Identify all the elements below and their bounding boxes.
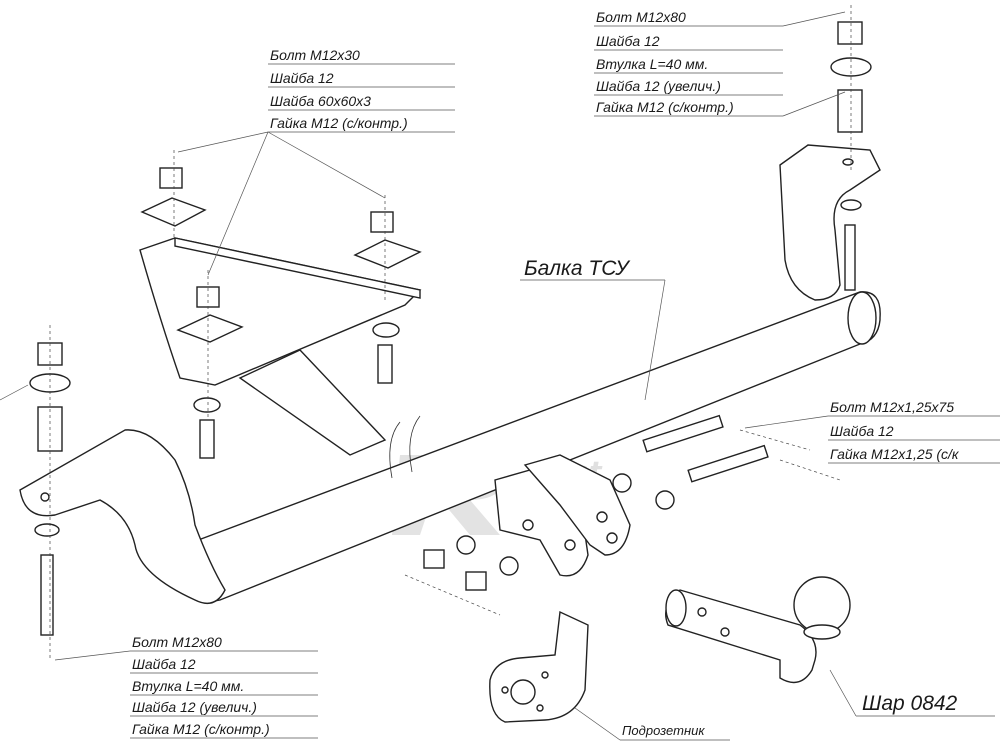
label-line: Болт М12х80 [132, 634, 222, 650]
label-line: Гайка М12 (с/контр.) [132, 721, 270, 737]
label-line: Шайба 12 [596, 33, 660, 49]
label-line: Втулка L=40 мм. [132, 678, 244, 694]
beam-label: Балка ТСУ [524, 257, 631, 280]
ball-label: Шар 0842 [862, 692, 958, 715]
socket-label: Подрозетник [622, 723, 705, 738]
label-line: Болт М12х80 [596, 9, 686, 25]
label-line: Болт М12х30 [270, 47, 360, 63]
label-top-left-kit: Болт М12х30 Шайба 12 Шайба 60х60х3 Гайка… [270, 47, 408, 131]
label-line: Шайба 12 [270, 70, 334, 86]
label-top-right-kit: Болт М12х80 Шайба 12 Втулка L=40 мм. Шай… [596, 9, 734, 115]
label-line: Гайка М12 (с/контр.) [270, 115, 408, 131]
label-right-kit: Болт М12х1,25х75 Шайба 12 Гайка М12х1,25… [830, 399, 960, 462]
tow-ball [665, 576, 851, 684]
hardware-top-left [140, 150, 422, 459]
socket-bracket [489, 610, 589, 723]
label-line: Болт М12х1,25х75 [830, 399, 954, 415]
label-line: Шайба 12 [830, 423, 894, 439]
leader-lines [0, 11, 1000, 741]
hardware-right [404, 414, 841, 616]
hardware-left [29, 325, 71, 660]
label-line: Шайба 12 [132, 656, 196, 672]
label-line: Втулка L=40 мм. [596, 56, 708, 72]
label-line: Гайка М12 (с/контр.) [596, 99, 734, 115]
label-bottom-left-kit: Болт М12х80 Шайба 12 Втулка L=40 мм. Шай… [132, 634, 270, 737]
side-brackets [494, 454, 631, 577]
label-line: Шайба 12 (увелич.) [596, 78, 721, 94]
label-line: Шайба 12 (увелич.) [132, 699, 257, 715]
hardware-top-right [830, 5, 872, 291]
towbar-beam [19, 144, 881, 604]
label-line: Гайка М12х1,25 (с/к [830, 446, 960, 462]
label-line: Шайба 60х60х3 [270, 93, 371, 109]
